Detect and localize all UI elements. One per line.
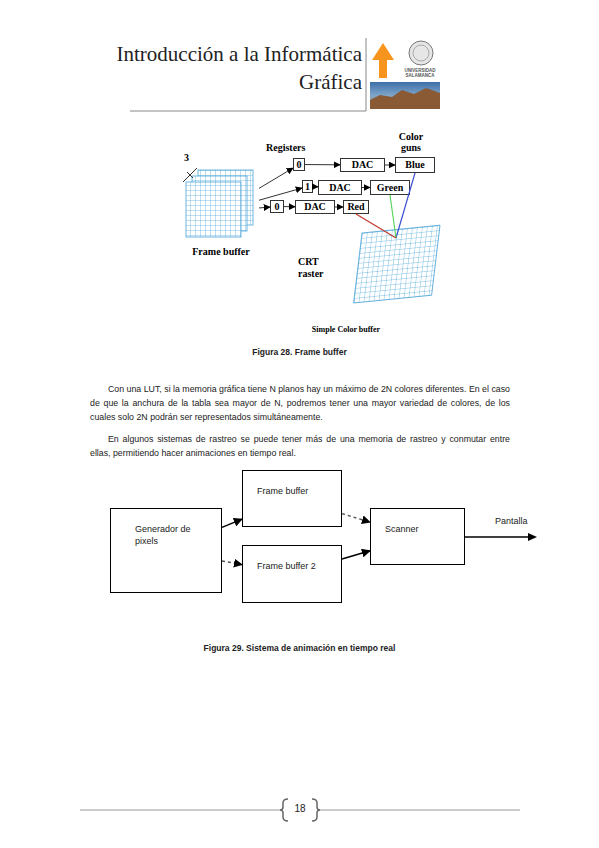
crt-raster: CRT raster bbox=[352, 238, 440, 305]
figure-caption: Figura 29. Sistema de animación en tiemp… bbox=[0, 643, 599, 653]
node-text: Scanner bbox=[385, 523, 458, 535]
register-box: 0 bbox=[293, 158, 305, 171]
connector bbox=[222, 519, 242, 527]
logo-text: UNIVERSIDAD SALAMANCA bbox=[398, 68, 442, 78]
node-text: Blue bbox=[405, 160, 424, 170]
connector bbox=[335, 207, 343, 208]
node-text: Frame buffer bbox=[183, 246, 259, 257]
node-text: Frame buffer bbox=[257, 485, 335, 497]
crt-raster-grid bbox=[354, 225, 440, 303]
node-text: Generador de pixels bbox=[135, 523, 191, 547]
connector bbox=[362, 187, 370, 188]
bus-width: 3 bbox=[184, 152, 189, 163]
node-text: Frame buffer 2 bbox=[257, 560, 335, 572]
connector bbox=[342, 514, 370, 522]
register-box: 0 bbox=[270, 200, 284, 213]
page-title: Introducción a la Informática Gráfica bbox=[92, 40, 362, 96]
node-text: 0 bbox=[297, 160, 302, 170]
dac-box: DAC bbox=[340, 158, 385, 172]
color-gun-box: Green bbox=[370, 180, 410, 195]
node-text: Red bbox=[347, 202, 364, 212]
header-divider bbox=[366, 38, 367, 111]
connector bbox=[342, 551, 370, 559]
text-column: Con una LUT, si la memoria gráfica tiene… bbox=[90, 382, 510, 468]
connector bbox=[305, 164, 340, 165]
node-text: Green bbox=[377, 183, 403, 193]
process-box: Frame buffer bbox=[242, 470, 342, 527]
part-label: Registers bbox=[266, 142, 305, 153]
node-text: DAC bbox=[329, 183, 351, 193]
footer-rule bbox=[80, 799, 520, 821]
node-text: 0 bbox=[275, 202, 280, 212]
part-label: Color guns bbox=[388, 131, 434, 153]
output-label: Pantalla bbox=[495, 516, 528, 526]
dac-box: DAC bbox=[295, 200, 335, 214]
output-arrow bbox=[465, 533, 537, 541]
header-rule bbox=[130, 111, 366, 112]
connector bbox=[356, 214, 396, 238]
page-number: 18 bbox=[280, 803, 320, 814]
connector bbox=[222, 561, 242, 565]
node-text: DAC bbox=[304, 202, 326, 212]
bus-slash bbox=[183, 168, 197, 182]
figure-subtitle: Simple Color buffer bbox=[290, 325, 402, 334]
frame-buffer-stack bbox=[186, 170, 253, 237]
dac-box: DAC bbox=[318, 180, 362, 195]
body-paragraph: Con una LUT, si la memoria gráfica tiene… bbox=[90, 382, 510, 424]
register-box: 1 bbox=[302, 180, 313, 193]
node-text: CRT raster bbox=[298, 256, 344, 280]
color-gun-box: Red bbox=[343, 200, 369, 214]
body-paragraph: En algunos sistemas de rastreo se puede … bbox=[90, 432, 510, 460]
node-text: 1 bbox=[305, 182, 310, 192]
process-box: Generador de pixels bbox=[110, 508, 222, 593]
connector bbox=[284, 206, 295, 207]
process-box: Scanner bbox=[370, 508, 465, 565]
process-box: Frame buffer 2 bbox=[242, 545, 342, 603]
frame-buffer-stack: Frame buffer bbox=[183, 165, 259, 257]
connector bbox=[390, 195, 396, 238]
connector bbox=[259, 168, 293, 188]
connector bbox=[259, 207, 270, 209]
node-text: DAC bbox=[352, 160, 374, 170]
connector bbox=[385, 165, 395, 166]
color-gun-box: Blue bbox=[395, 157, 435, 173]
connector bbox=[259, 188, 302, 200]
figure-caption: Figura 28. Frame buffer bbox=[0, 347, 599, 357]
